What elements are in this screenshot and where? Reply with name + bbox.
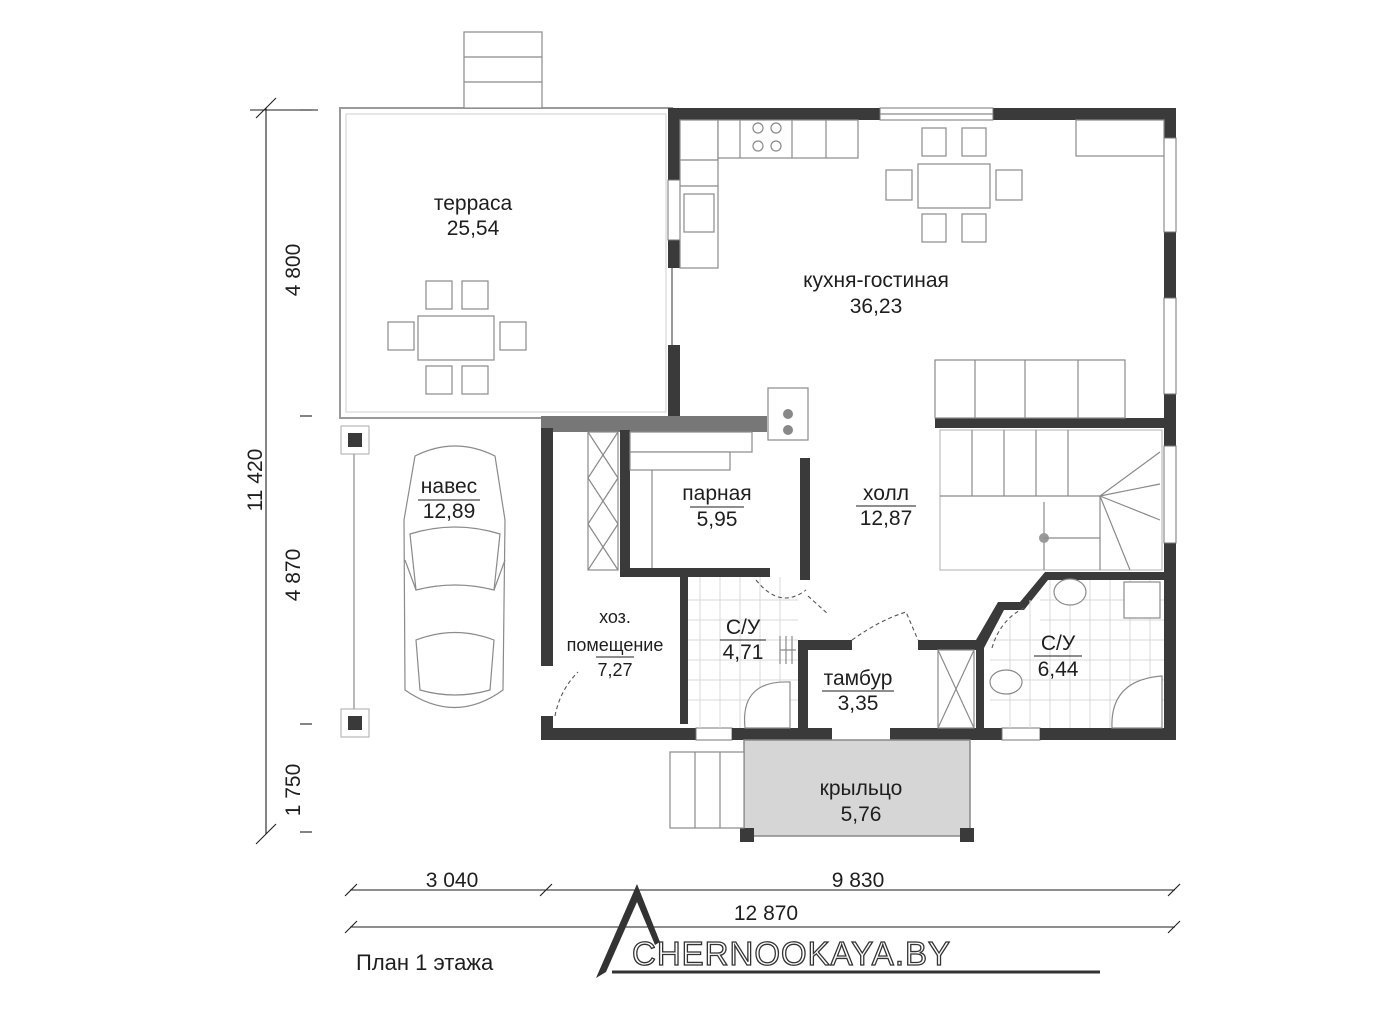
- dimension-total-height: 11 420: [244, 449, 267, 512]
- terrace-name: терраса: [434, 192, 513, 215]
- dimension-bottom-height: 1 750: [282, 764, 305, 817]
- dimension-total-width: 12 870: [734, 902, 798, 925]
- utility-area: 7,27: [597, 660, 632, 680]
- bath-right-area: 6,44: [1038, 658, 1079, 681]
- carport-name: навес: [421, 475, 477, 498]
- walls: [541, 107, 1177, 741]
- sink-icon: [1123, 581, 1161, 619]
- bath-left-radiator: [779, 636, 796, 664]
- toilet-right-icon: [989, 669, 1023, 695]
- staircase: [939, 429, 1163, 571]
- kitchen-cabinet: [1075, 119, 1165, 157]
- sofa: [934, 359, 1126, 419]
- carport: [340, 425, 370, 738]
- utility-shelves: [587, 431, 619, 571]
- logo: CHERNOOKAYA.BY: [596, 884, 1100, 978]
- dimension-lines: [250, 97, 1181, 934]
- shower-right: [1111, 675, 1163, 729]
- terrace-area: 25,54: [447, 217, 500, 240]
- bath-left-name: С/У: [726, 616, 761, 639]
- kitchen-area: 36,23: [850, 295, 903, 318]
- utility-name-2: помещение: [567, 635, 664, 655]
- dimension-mid-height: 4 870: [282, 549, 305, 602]
- utility-name-1: хоз.: [599, 607, 631, 627]
- sauna-name: парная: [682, 482, 751, 505]
- porch: [669, 739, 974, 842]
- sauna-benches: [629, 431, 753, 568]
- dimension-right-width: 9 830: [832, 869, 885, 892]
- sauna-area: 5,95: [697, 508, 738, 531]
- bath-left-area: 4,71: [723, 641, 764, 664]
- dimension-top-height: 4 800: [282, 244, 305, 297]
- kitchen-dining-set: [885, 127, 1023, 243]
- stove-icon: [752, 122, 782, 152]
- logo-text: CHERNOOKAYA.BY: [632, 935, 951, 972]
- toilet-icon: [1053, 578, 1087, 606]
- vestibule-name: тамбур: [824, 667, 893, 690]
- terrace: [339, 31, 673, 419]
- terrace-dining-set: [387, 280, 527, 395]
- hall-area: 12,87: [860, 507, 913, 530]
- dimension-left-width: 3 040: [426, 869, 479, 892]
- vestibule-area: 3,35: [838, 692, 879, 715]
- hall-name: холл: [863, 482, 909, 505]
- bath-right-name: С/У: [1041, 632, 1076, 655]
- carport-area: 12,89: [423, 500, 476, 523]
- kitchen-name: кухня-гостиная: [803, 269, 949, 292]
- kitchen-counter: [679, 119, 859, 269]
- car-icon: [403, 445, 506, 708]
- sauna-stove-icon: [767, 387, 809, 441]
- porch-name: крыльцо: [820, 777, 903, 800]
- vestibule-wardrobe: [937, 649, 975, 729]
- plan-title: План 1 этажа: [356, 950, 494, 975]
- porch-area: 5,76: [841, 803, 882, 826]
- shower-left: [743, 681, 791, 729]
